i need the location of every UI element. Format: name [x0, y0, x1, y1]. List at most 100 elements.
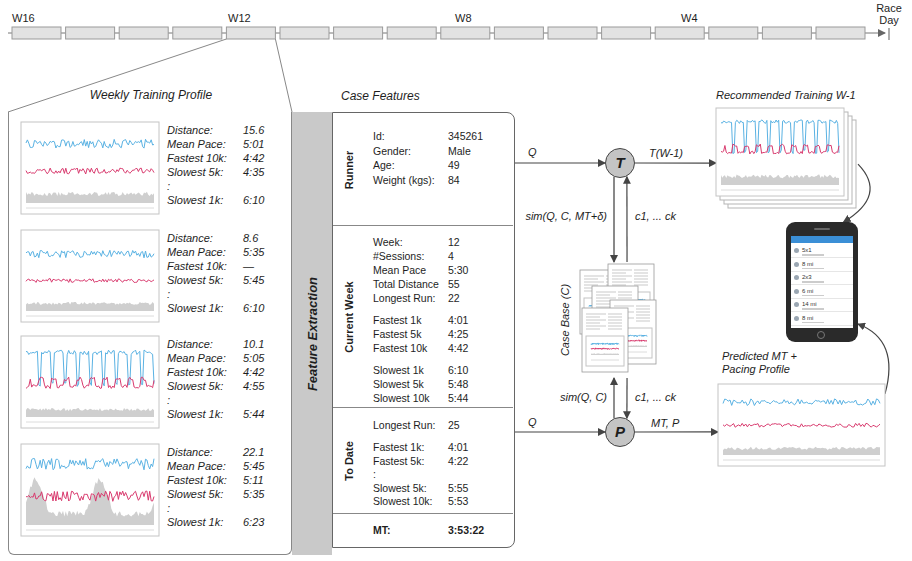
workout-row: 6 mi — [791, 286, 853, 299]
case-document — [582, 308, 628, 372]
document-line — [584, 282, 604, 283]
heart-rate-line — [26, 491, 154, 501]
stat-name: : — [167, 288, 170, 300]
edge-label: sim(Q, C) — [559, 391, 608, 404]
heart-rate-line — [591, 348, 619, 349]
stat-name: : — [167, 502, 170, 514]
heart-rate-line — [26, 377, 154, 388]
stat-name: : — [167, 180, 170, 192]
document-line — [586, 317, 600, 318]
panel-heading: Case Features — [341, 89, 420, 103]
screen-header — [791, 236, 853, 243]
feature-value: 49 — [448, 159, 460, 171]
chart-axis — [26, 422, 154, 423]
workout-text: 6 mi — [802, 287, 813, 295]
week-box — [655, 27, 704, 39]
feature-value: 12 — [448, 236, 460, 248]
phone-speaker — [814, 228, 830, 230]
connector — [515, 431, 605, 432]
phone-home-button — [817, 331, 825, 339]
heart-rate-line — [26, 168, 154, 174]
case-features-panel: Case FeaturesRunnerId:345261Gender:MaleA… — [332, 112, 515, 548]
feature-value: 84 — [448, 174, 460, 186]
chart-axis — [721, 190, 839, 191]
stat-name: Slowest 1k: — [167, 194, 223, 206]
stat-value: 6:23 — [243, 516, 264, 528]
connector — [515, 162, 605, 163]
stat-name: Fastest 10k: — [167, 474, 227, 486]
week-label: W8 — [455, 12, 472, 24]
week-label: W16 — [12, 12, 35, 24]
feature-name: MT: — [373, 524, 391, 536]
document-line — [612, 279, 626, 280]
week-box — [280, 27, 329, 39]
document-line — [608, 326, 622, 327]
document-line — [612, 282, 632, 283]
stat-value: 6:10 — [243, 194, 264, 206]
pace-line — [26, 459, 154, 470]
elevation-area — [591, 353, 619, 355]
stat-name: Slowest 5k: — [167, 166, 223, 178]
stat-name: Slowest 5k: — [167, 488, 223, 500]
workout-row: 2x3 — [791, 272, 853, 285]
chart-axis — [26, 316, 154, 317]
profile-panel: Weekly Training ProfileDistance:15.6Mean… — [8, 112, 292, 555]
feature-value: 6:10 — [448, 364, 468, 376]
connector — [635, 431, 718, 432]
document-line — [618, 295, 632, 296]
stat-value: 5:35 — [243, 488, 264, 500]
section-heading: Current Week — [343, 281, 355, 352]
week-box — [226, 27, 275, 39]
feature-name: Week: — [373, 236, 403, 248]
stat-value: 5:35 — [243, 246, 264, 258]
week-box — [816, 27, 865, 39]
feature-value: 5:48 — [448, 378, 468, 390]
feature-name: #Sessions: — [373, 250, 424, 262]
stat-value: 4:35 — [243, 166, 264, 178]
pace-line — [26, 139, 154, 148]
stat-name: Mean Pace: — [167, 138, 226, 150]
document-line — [634, 276, 648, 277]
heart-rate-line — [723, 423, 880, 427]
document-line — [608, 320, 622, 321]
feature-value: 4:25 — [448, 328, 468, 340]
connector — [613, 378, 614, 418]
process-label: P — [606, 424, 634, 440]
stat-value: 5:11 — [243, 474, 264, 486]
workout-icon — [794, 262, 799, 267]
workout-detail — [802, 281, 824, 283]
document-line — [586, 320, 606, 321]
week-box — [173, 27, 222, 39]
stat-value: 8.6 — [243, 232, 258, 244]
chart-frame — [718, 384, 885, 466]
connector — [626, 177, 627, 262]
elevation-area — [723, 447, 880, 455]
document-line — [634, 273, 648, 274]
stat-value: 5:45 — [243, 460, 264, 472]
week-box — [12, 27, 61, 39]
chart-frame — [21, 336, 159, 428]
feature-name: Slowest 1k — [373, 364, 424, 376]
workout-detail — [802, 254, 824, 256]
feature-value: 4:22 — [448, 455, 468, 467]
elevation-area — [26, 192, 154, 203]
workout-text: 8 mi — [802, 260, 813, 268]
workout-row: 5x1 — [791, 245, 853, 258]
band-label: Feature Extraction — [305, 276, 320, 390]
pace-line — [26, 250, 154, 257]
case-base-stack: Case Base (C) — [578, 262, 660, 378]
feature-name: Longest Run: — [373, 292, 435, 304]
feature-name: Total Distance — [373, 278, 439, 290]
document-line — [634, 285, 648, 286]
chart-heading: Predicted MT + Pacing Profile — [722, 350, 822, 376]
edge-label: Q — [527, 416, 538, 429]
elevation-area — [26, 477, 154, 525]
document-line — [618, 292, 632, 293]
document-line — [614, 306, 634, 307]
stat-value: 5:01 — [243, 138, 264, 150]
race-day-tick — [888, 28, 889, 40]
feature-name: Slowest 5k: — [373, 482, 427, 494]
stat-name: Fastest 10k: — [167, 152, 227, 164]
document-line — [612, 273, 626, 274]
edge-label: Q — [527, 146, 538, 159]
